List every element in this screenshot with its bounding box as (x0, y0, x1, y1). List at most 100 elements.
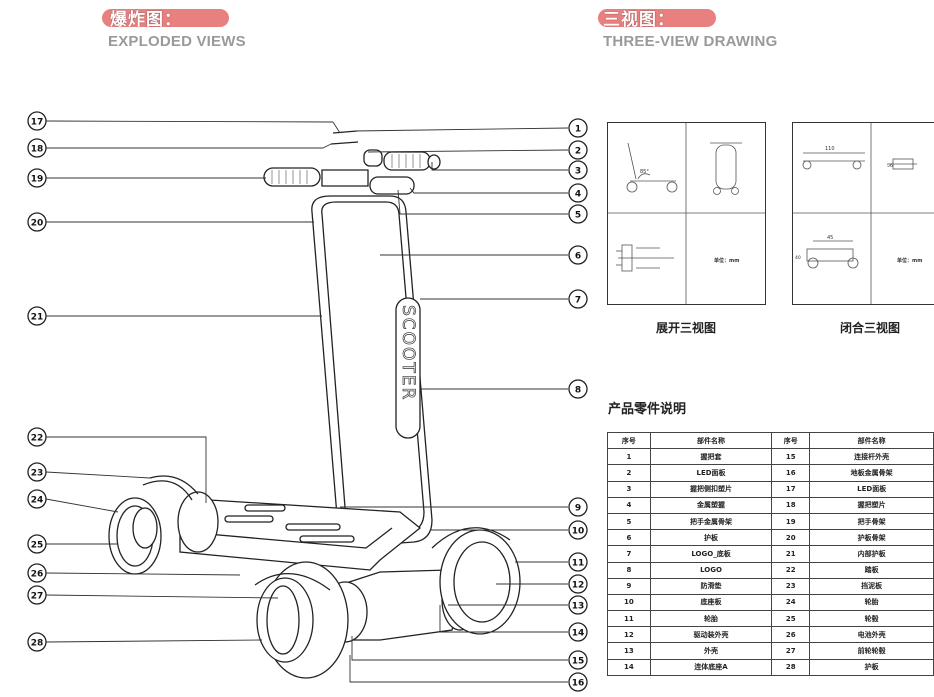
part-no-2: 28 (771, 658, 811, 676)
scooter-logo-text: SCOOTER (398, 305, 418, 401)
callout-number: 19 (31, 175, 44, 185)
unfolded-angle-label: 85° (640, 169, 649, 175)
callout-number: 2 (575, 147, 581, 157)
part-no: 14 (607, 658, 651, 676)
part-no-2: 20 (771, 529, 811, 547)
unfolded-unit-label: 单位：mm (714, 257, 739, 264)
part-name: 把手金属骨架 (649, 512, 773, 531)
part-name: 外壳 (649, 642, 773, 660)
callout-right: 12 (568, 574, 588, 594)
part-no: 3 (607, 480, 651, 498)
callout-left: 24 (27, 489, 47, 509)
threeview-header-pill (598, 9, 716, 27)
part-name-2: 把手骨架 (809, 512, 934, 531)
callout-right: 7 (568, 289, 588, 309)
part-name: LED面板 (649, 464, 773, 482)
part-no: 10 (607, 593, 651, 612)
callout-left: 28 (27, 632, 47, 652)
callout-number: 18 (31, 145, 44, 155)
callout-left: 23 (27, 462, 47, 482)
folded-caption: 闭合三视图 (840, 321, 901, 335)
callout-right: 6 (568, 245, 588, 265)
callout-right: 2 (568, 140, 588, 160)
part-no: 1 (607, 448, 651, 466)
part-no: 8 (607, 561, 651, 579)
header-no: 序号 (607, 431, 651, 450)
part-name: 金属塑握 (649, 496, 773, 514)
callout-right: 8 (568, 379, 588, 399)
part-no-2: 24 (771, 593, 811, 612)
callout-number: 3 (575, 167, 581, 177)
part-no: 9 (607, 577, 651, 595)
part-name-2: 踏板 (809, 561, 934, 579)
part-no-2: 16 (771, 464, 811, 482)
part-name: 握把侧扣塑片 (649, 480, 773, 498)
callout-number: 11 (572, 559, 585, 569)
parts-table-title: 产品零件说明 (608, 402, 687, 417)
part-name-2: 轮胎 (809, 593, 934, 612)
part-name-2: 内部护板 (809, 545, 934, 563)
callout-left: 21 (27, 306, 47, 326)
part-no: 12 (607, 626, 651, 644)
part-no: 6 (607, 529, 651, 547)
part-no-2: 15 (771, 448, 811, 466)
part-name: 护板 (649, 529, 773, 547)
part-name-2: 轮毂 (809, 610, 934, 628)
part-name-2: 挡泥板 (809, 577, 934, 595)
part-no: 7 (607, 545, 651, 563)
part-name: LOGO_底板 (649, 545, 773, 563)
part-no-2: 19 (771, 512, 811, 531)
part-no-2: 23 (771, 577, 811, 595)
part-no-2: 26 (771, 626, 811, 644)
exploded-header-pill (102, 9, 229, 27)
part-name-2: 护板 (809, 658, 934, 676)
callout-number: 5 (575, 211, 581, 221)
header-no-2: 序号 (771, 431, 811, 450)
callout-number: 9 (575, 504, 581, 514)
part-name: 握把套 (649, 448, 773, 466)
callout-number: 28 (31, 639, 44, 649)
folded-dim-45: 45 (827, 235, 833, 241)
part-no: 11 (607, 610, 651, 628)
part-name-2: 地板金属骨架 (809, 464, 934, 482)
callout-left: 26 (27, 563, 47, 583)
header-name-2: 部件名称 (809, 431, 934, 450)
callout-right: 13 (568, 595, 588, 615)
exploded-header-cn: 爆炸图： (110, 10, 182, 30)
unfolded-caption: 展开三视图 (656, 321, 717, 335)
callout-number: 10 (572, 527, 585, 537)
callout-right: 5 (568, 204, 588, 224)
callout-right: 11 (568, 552, 588, 572)
callout-number: 13 (572, 602, 585, 612)
callout-number: 23 (31, 469, 44, 479)
folded-three-view-box: 110 56 45 40 单位：mm (792, 122, 934, 305)
callout-number: 16 (572, 679, 585, 689)
folded-dim-56: 56 (887, 163, 893, 169)
part-name: LOGO (649, 561, 773, 579)
callout-number: 25 (31, 541, 44, 551)
part-no: 2 (607, 464, 651, 482)
part-no-2: 22 (771, 561, 811, 579)
callout-right: 1 (568, 118, 588, 138)
part-name: 驱动装外壳 (649, 626, 773, 644)
callout-number: 22 (31, 434, 44, 444)
unfolded-three-view-box: 85° 单位：mm (607, 122, 766, 305)
part-no: 13 (607, 642, 651, 660)
folded-three-view-drawing: 110 56 45 40 单位：mm (793, 123, 934, 304)
part-name-2: 连接杆外壳 (809, 448, 934, 466)
